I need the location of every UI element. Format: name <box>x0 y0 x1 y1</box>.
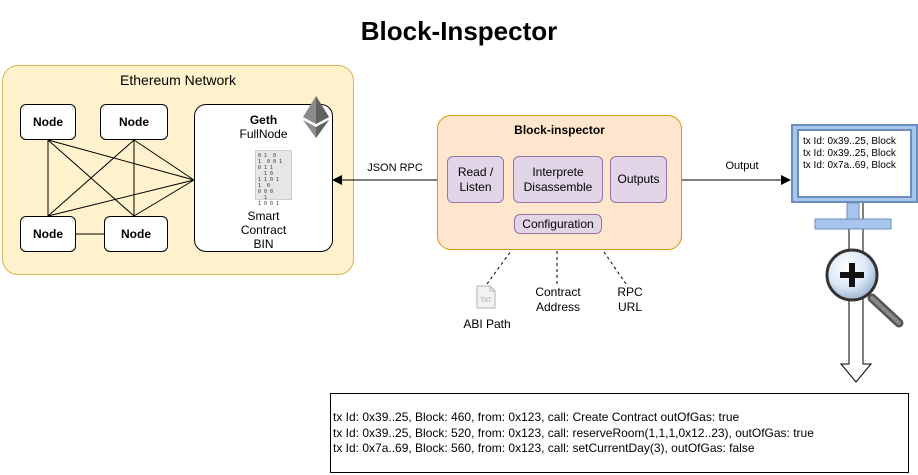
node-bottom-left[interactable]: Node <box>20 216 76 252</box>
outputs-component[interactable]: Outputs <box>610 156 667 203</box>
node-mesh-lines <box>47 139 195 235</box>
interprete-disassemble-component[interactable]: Interprete Disassemble <box>513 156 603 203</box>
geth-title: Geth <box>249 113 278 127</box>
monitor-line-2: tx Id: 0x39..25, Block <box>803 148 896 159</box>
binary-file-icon: 0 1 0 1 0 0 1 0 1 1 1 0 1 1 0 1 1 0 0 0 … <box>255 150 292 207</box>
transaction-output-box: tx Id: 0x39..25, Block: 460, from: 0x123… <box>330 393 909 473</box>
read-listen-component[interactable]: Read / Listen <box>447 156 504 203</box>
node-top-right[interactable]: Node <box>100 104 168 140</box>
output-edge-label: Output <box>725 160 759 172</box>
json-rpc-label: JSON RPC <box>367 162 423 174</box>
node-top-left[interactable]: Node <box>20 104 76 140</box>
ethereum-logo-icon <box>303 96 329 138</box>
smart-contract-line-1: Smart <box>247 209 280 223</box>
contract-address-label: Contract Address <box>535 285 581 314</box>
node-bottom-right[interactable]: Node <box>104 216 168 252</box>
block-inspector-title: Block-inspector <box>514 123 605 137</box>
output-line-3: tx Id: 0x7a..69, Block: 560, from: 0x123… <box>333 441 755 455</box>
abi-path-label: ABI Path <box>463 317 511 331</box>
smart-contract-line-2: Contract <box>240 223 287 237</box>
geth-subtitle: FullNode <box>239 127 288 141</box>
magnifier-plus-icon <box>825 248 904 328</box>
txt-icon-label: TXT <box>480 298 492 304</box>
configuration-component[interactable]: Configuration <box>514 214 602 234</box>
output-line-2: tx Id: 0x39..25, Block: 520, from: 0x123… <box>333 425 814 440</box>
smart-contract-label: Smart Contract BIN <box>194 209 333 251</box>
diagram-title: Block-Inspector <box>360 16 558 46</box>
output-line-1: tx Id: 0x39..25, Block: 460, from: 0x123… <box>333 410 740 424</box>
smart-contract-line-3: BIN <box>253 237 274 251</box>
monitor-base <box>814 218 892 230</box>
monitor-line-3: tx Id: 0x7a..69, Block <box>803 160 896 171</box>
monitor-screen: tx Id: 0x39..25, Block tx Id: 0x39..25, … <box>797 129 912 198</box>
monitor-line-1: tx Id: 0x39..25, Block <box>803 136 896 147</box>
monitor-stand <box>846 202 860 220</box>
txt-file-icon: TXT <box>476 285 496 309</box>
ethereum-network-label: Ethereum Network <box>120 72 236 88</box>
rpc-url-label: RPC URL <box>617 285 643 314</box>
